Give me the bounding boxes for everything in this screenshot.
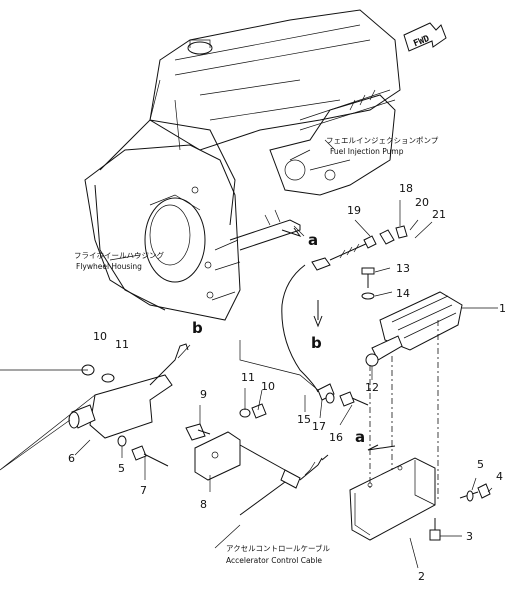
ref-b-left: b — [192, 319, 203, 337]
leader-lines — [0, 139, 498, 569]
callout-13: 13 — [396, 262, 410, 275]
callout-12: 12 — [365, 381, 379, 394]
fuel-pump-caption-en: Fuel Injection Pump — [330, 147, 404, 156]
pedal-assembly — [349, 291, 463, 541]
callout-2: 2 — [418, 570, 425, 583]
callout-19: 19 — [347, 204, 361, 217]
ref-b-right: b — [311, 334, 322, 352]
callout-10-right: 10 — [261, 380, 275, 393]
flywheel-caption-en: Flywheel Housing — [76, 262, 142, 271]
callout-11-right: 11 — [241, 371, 255, 384]
callout-17: 17 — [312, 420, 326, 433]
ref-a-lower: a — [355, 428, 365, 446]
callout-5-right: 5 — [477, 458, 484, 471]
fuel-injection-pump — [269, 89, 396, 196]
lever-bracket — [68, 343, 211, 467]
ref-a-upper: a — [308, 231, 318, 249]
engine-block — [99, 9, 401, 226]
callout-9: 9 — [200, 388, 207, 401]
cable-caption-en: Accelerator Control Cable — [226, 556, 322, 565]
cable-routing — [281, 225, 408, 393]
callout-6: 6 — [68, 452, 75, 465]
callout-20: 20 — [415, 196, 429, 209]
callout-11-left: 11 — [115, 338, 129, 351]
callout-15: 15 — [297, 413, 311, 426]
hardware-parts — [317, 267, 491, 541]
fuel-pump-caption-jp: フェエルインジェクションポンプ — [326, 136, 439, 145]
callout-4: 4 — [496, 470, 503, 483]
callout-7: 7 — [140, 484, 147, 497]
callout-16: 16 — [329, 431, 343, 444]
forward-direction-arrow: FWD — [403, 22, 447, 52]
callout-14: 14 — [396, 287, 410, 300]
callout-5-left: 5 — [118, 462, 125, 475]
callout-3: 3 — [466, 530, 473, 543]
flywheel-housing — [84, 144, 301, 321]
callout-18: 18 — [399, 182, 413, 195]
callout-8: 8 — [200, 498, 207, 511]
callout-1: 1 — [499, 302, 506, 315]
callout-21: 21 — [432, 208, 446, 221]
callout-10-left: 10 — [93, 330, 107, 343]
cable-caption-jp: アクセルコントロールケーブル — [226, 543, 331, 553]
flywheel-caption-jp: フライホイールハウジング — [74, 250, 164, 260]
cable-bracket — [194, 403, 329, 516]
